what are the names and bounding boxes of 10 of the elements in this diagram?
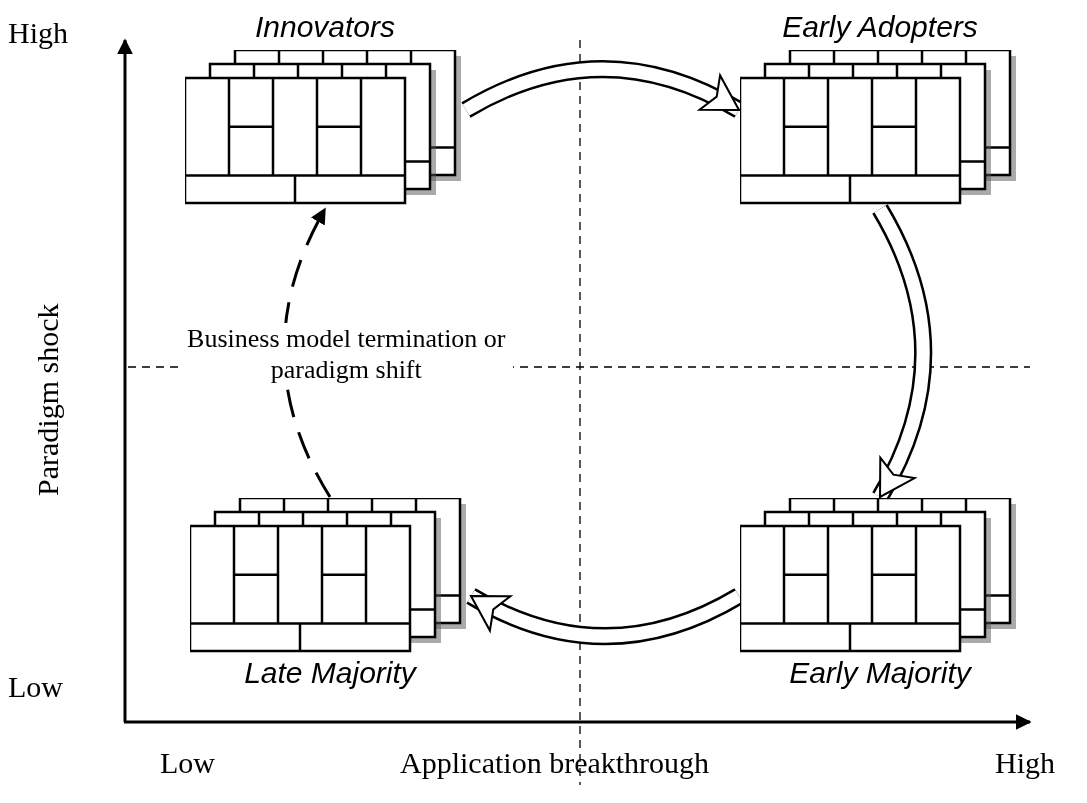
axis-label: Low bbox=[160, 748, 215, 778]
quadrant-title: Early Adopters bbox=[781, 12, 979, 42]
axis-label: High bbox=[8, 18, 68, 48]
quadrant-title: Innovators bbox=[253, 12, 397, 42]
axis-title: Paradigm shock bbox=[33, 303, 63, 496]
axis-label: Low bbox=[8, 672, 63, 702]
axis-label: High bbox=[995, 748, 1055, 778]
axis-title: Application breakthrough bbox=[400, 748, 710, 778]
quadrant-title: Early Majority bbox=[788, 658, 973, 688]
quadrant-title: Late Majority bbox=[243, 658, 418, 688]
